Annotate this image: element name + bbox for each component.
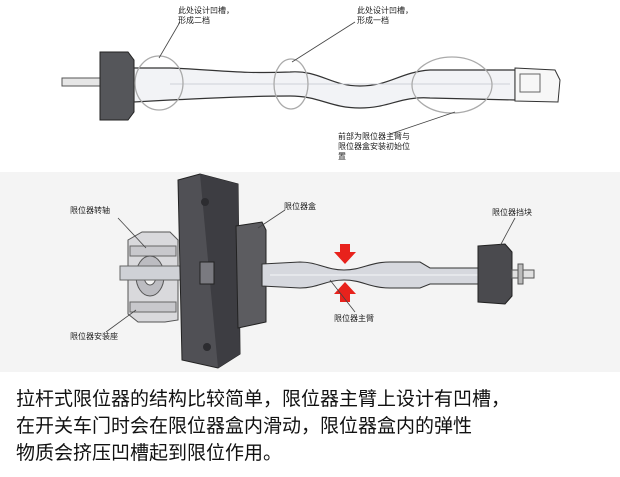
box-label: 限位器盒 (284, 202, 316, 211)
mount-lug-bottom (129, 301, 177, 313)
door-plate-side (200, 174, 240, 368)
arm-right-end (514, 67, 561, 103)
bottom-diagram-panel: 限位器转轴 限位器盒 限位器挡块 限位器主臂 限位器安装座 (0, 172, 620, 372)
box-slot (199, 261, 215, 285)
stop-label: 限位器挡块 (492, 208, 532, 217)
mount-lug-top (129, 245, 177, 257)
box-leader (257, 209, 286, 229)
stop-pin-collar (517, 263, 524, 285)
arrow-up (334, 282, 356, 302)
mount-label: 限位器安装座 (70, 332, 118, 341)
rubber-stop-block (99, 51, 135, 121)
shaft-label: 限位器转轴 (70, 206, 110, 215)
plate-bolt-bottom (203, 343, 211, 351)
groove1-leader (291, 21, 356, 63)
left-pin (61, 77, 103, 87)
top-arm-drawing (61, 21, 561, 135)
arm-label: 限位器主臂 (334, 314, 374, 323)
bottom-assembly-drawing (105, 173, 535, 369)
arm-leader (329, 279, 356, 313)
groove1-label: 此处设计凹槽， 形成一档 (357, 6, 413, 25)
groove1-circle (273, 58, 309, 110)
arrow-down (334, 244, 356, 264)
limiter-arm-top (133, 67, 516, 109)
mount-leader (105, 309, 137, 333)
arm-end-hole (519, 73, 541, 93)
front-leader (389, 111, 456, 135)
stop-block (477, 243, 513, 305)
caption-text: 拉杆式限位器的结构比较简单，限位器主臂上设计有凹槽， 在开关车门时会在限位器盒内… (16, 388, 511, 464)
groove2-leader (158, 21, 181, 59)
shaft-leader (117, 217, 147, 249)
front-position-label: 前部为限位器主臂与 限位器盒安装初始位 置 (338, 132, 410, 161)
plate-bolt-top (201, 198, 209, 206)
groove2-label: 此处设计凹槽， 形成二档 (178, 6, 234, 25)
groove2-circle (134, 55, 184, 111)
stop-leader (499, 217, 516, 247)
top-diagram-panel: 此处设计凹槽， 形成二档 此处设计凹槽， 形成一档 前部为限位器主臂与 限位器盒… (0, 0, 620, 165)
